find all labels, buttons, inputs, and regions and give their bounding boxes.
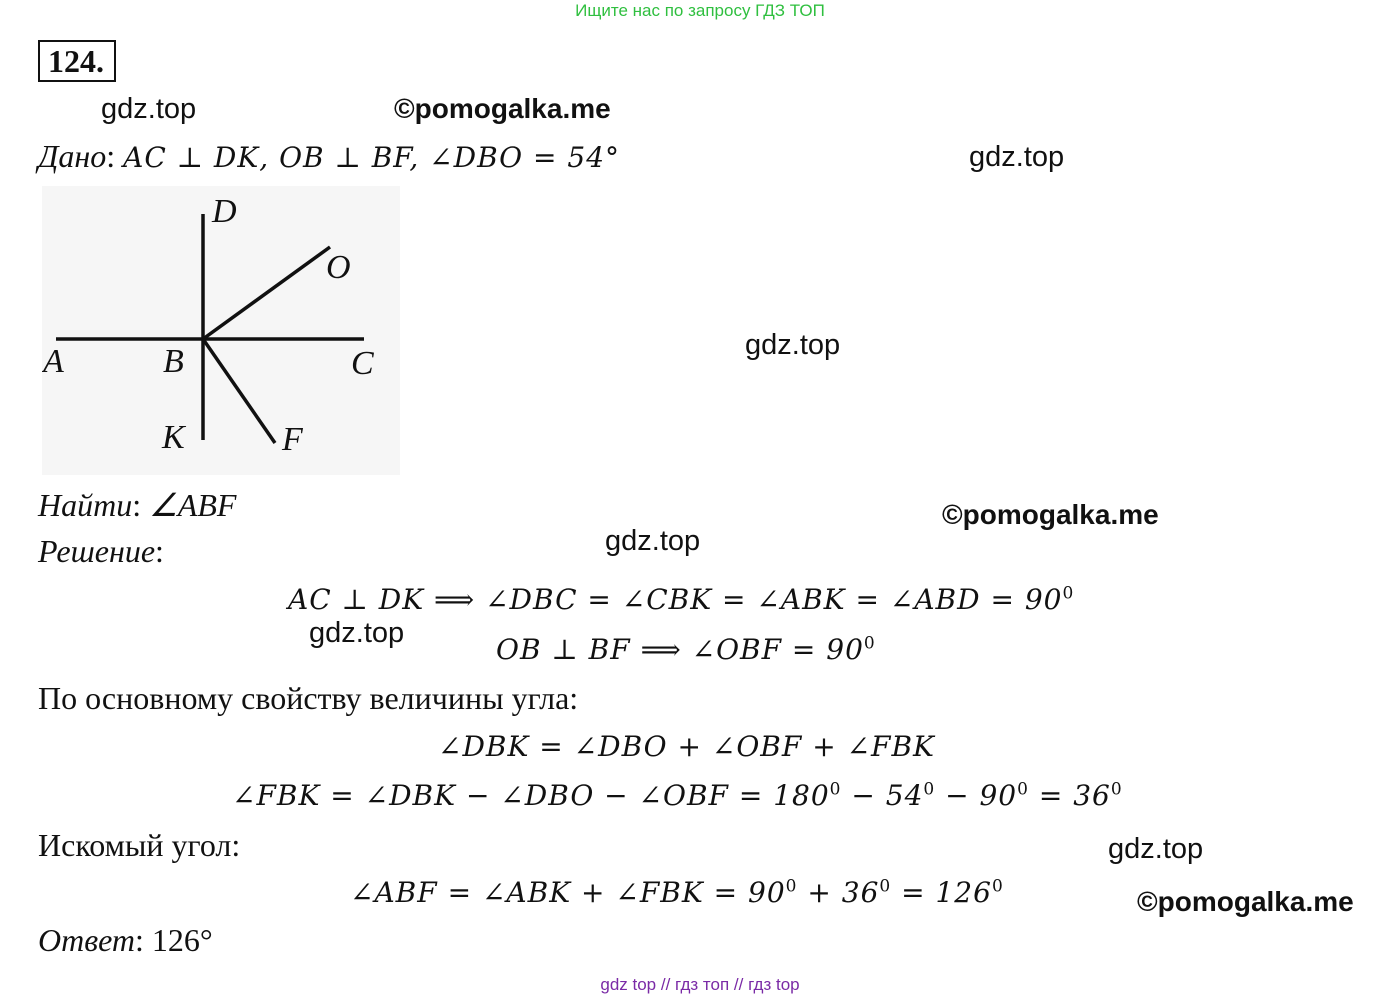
watermark-pomogalka: ©pomogalka.me xyxy=(394,93,611,124)
point-k-label: K xyxy=(161,419,187,456)
find-text: ∠ABF xyxy=(149,487,237,523)
footer-link-gdz-top-mixed[interactable]: гдз top xyxy=(748,975,800,994)
footer-link-gdz-top[interactable]: gdz top xyxy=(600,975,657,994)
answer-line: Ответ: 126° xyxy=(38,922,213,958)
solution-line: Решение: xyxy=(38,533,164,569)
watermark-gdz: gdz.top xyxy=(101,93,197,125)
watermark-gdz: gdz.top xyxy=(1108,833,1204,865)
watermark-gdz: gdz.top xyxy=(969,141,1065,173)
geometry-figure: D O A B C K F xyxy=(42,186,400,475)
footer-separator: // xyxy=(660,975,671,994)
footer-link-gdz-top-ru[interactable]: гдз топ xyxy=(675,975,730,994)
solution-label: Решение xyxy=(38,533,156,569)
watermark-gdz: gdz.top xyxy=(605,525,701,557)
watermark-pomogalka: ©pomogalka.me xyxy=(1137,886,1354,917)
property-text: По основному свойству величины угла: xyxy=(38,680,579,716)
problem-number: 124. xyxy=(38,40,116,82)
find-label: Найти xyxy=(38,487,133,523)
footer-links: gdz top // гдз топ // гдз top xyxy=(0,975,1400,995)
answer-label: Ответ xyxy=(38,922,135,958)
figure-svg: D O A B C K F xyxy=(42,193,374,458)
point-d-label: D xyxy=(211,193,237,230)
fbk-equation: ∠FBK = ∠DBK − ∠DBO − ∠OBF = 1800 − 540 −… xyxy=(232,779,1123,812)
top-banner[interactable]: Ищите нас по запросу ГДЗ ТОП xyxy=(575,1,825,20)
watermark-gdz: gdz.top xyxy=(309,617,405,649)
point-b-label: B xyxy=(163,343,184,380)
abf-equation: ∠ABF = ∠ABK + ∠FBK = 900 + 360 = 1260 xyxy=(350,876,1004,909)
given-label: Дано xyxy=(38,138,107,174)
point-a-label: A xyxy=(42,343,64,380)
given-text: AC ⊥ DK, OB ⊥ BF, ∠DBO = 54° xyxy=(123,141,621,174)
ray-bo xyxy=(201,245,332,341)
dbk-equation: ∠DBK = ∠DBO + ∠OBF + ∠FBK xyxy=(438,730,935,763)
answer-value: 126° xyxy=(151,922,213,958)
point-c-label: C xyxy=(351,345,374,382)
sought-text: Искомый угол: xyxy=(38,827,241,863)
watermark-pomogalka: ©pomogalka.me xyxy=(942,499,1159,530)
ray-bf xyxy=(201,338,277,444)
given-line: Дано: AC ⊥ DK, OB ⊥ BF, ∠DBO = 54° xyxy=(38,138,621,174)
point-f-label: F xyxy=(281,421,304,458)
watermark-gdz: gdz.top xyxy=(745,329,841,361)
step1-equation: AC ⊥ DK ⟹ ∠DBC = ∠CBK = ∠ABK = ∠ABD = 90… xyxy=(288,583,1075,616)
step2-equation: OB ⊥ BF ⟹ ∠OBF = 900 xyxy=(496,633,876,666)
footer-separator: // xyxy=(733,975,744,994)
find-line: Найти: ∠ABF xyxy=(38,487,237,523)
point-o-label: O xyxy=(326,249,351,286)
